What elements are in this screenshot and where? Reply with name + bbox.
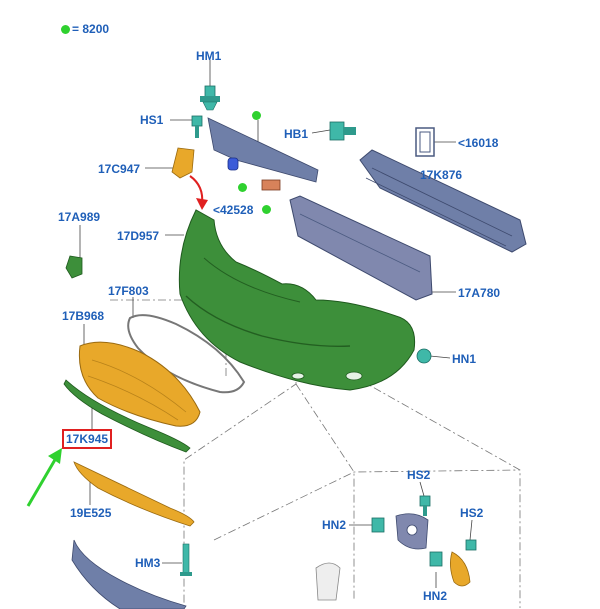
cover-white-lower: [315, 562, 341, 601]
hn1-nut: [416, 348, 432, 364]
strip-19e525: [73, 461, 195, 527]
label-17b968: 17B968: [62, 309, 105, 323]
hm3-clip: [180, 543, 192, 576]
label-hn2-left: HN2: [322, 518, 347, 532]
label-hn1: HN1: [452, 352, 477, 366]
hn2-nut-left: [371, 517, 385, 533]
reinforcement-beam-17k876: [359, 149, 527, 253]
green-dot-42528-left: [238, 183, 247, 192]
absorber-17a780: [289, 195, 433, 301]
label-hs2-right: HS2: [460, 506, 484, 520]
hs2-screw-upper: [419, 495, 431, 516]
strip-17k945: [63, 379, 191, 453]
label-hm1: HM1: [196, 49, 222, 63]
green-dot-top: [252, 111, 261, 120]
bracket-16018: [415, 127, 435, 157]
grille-17b968: [78, 341, 201, 427]
label-hn2-bottom: HN2: [423, 589, 448, 603]
bracket-lower-center: [395, 513, 429, 550]
label-hb1: HB1: [284, 127, 309, 141]
legend-text: = 8200: [72, 22, 110, 36]
hm1-clip: [200, 85, 220, 111]
lower-panel: [71, 539, 187, 609]
gasket-17f803: [127, 314, 246, 394]
part-gasket: [261, 179, 281, 191]
label-hm3: HM3: [135, 556, 161, 570]
hs2-screw-right: [465, 539, 477, 551]
green-dot-42528-right: [262, 205, 271, 214]
label-42528: <42528: [213, 203, 254, 217]
label-17k945-highlighted: 17K945: [62, 429, 113, 449]
label-17a780: 17A780: [458, 286, 501, 300]
label-16018: <16018: [458, 136, 499, 150]
hn2-nut-bottom: [429, 551, 443, 567]
green-arrow: [26, 448, 62, 507]
bumper-cover-17d957: [178, 209, 416, 391]
hs1-screw: [191, 115, 203, 138]
legend-dot: [61, 25, 70, 34]
bracket-orange-lower: [450, 551, 471, 587]
upper-trim-panel: [207, 117, 319, 183]
label-17c947: 17C947: [98, 162, 141, 176]
label-17a989: 17A989: [58, 210, 101, 224]
label-17d957: 17D957: [117, 229, 160, 243]
bracket-17c947: [171, 147, 195, 179]
part-42528-clip: [227, 157, 239, 171]
label-hs2-upper: HS2: [407, 468, 431, 482]
label-19e525: 19E525: [70, 506, 112, 520]
label-17k876: 17K876: [420, 168, 463, 182]
label-17f803: 17F803: [108, 284, 149, 298]
hb1-bolt: [329, 121, 356, 141]
bracket-17a989: [65, 255, 83, 279]
label-hs1: HS1: [140, 113, 164, 127]
